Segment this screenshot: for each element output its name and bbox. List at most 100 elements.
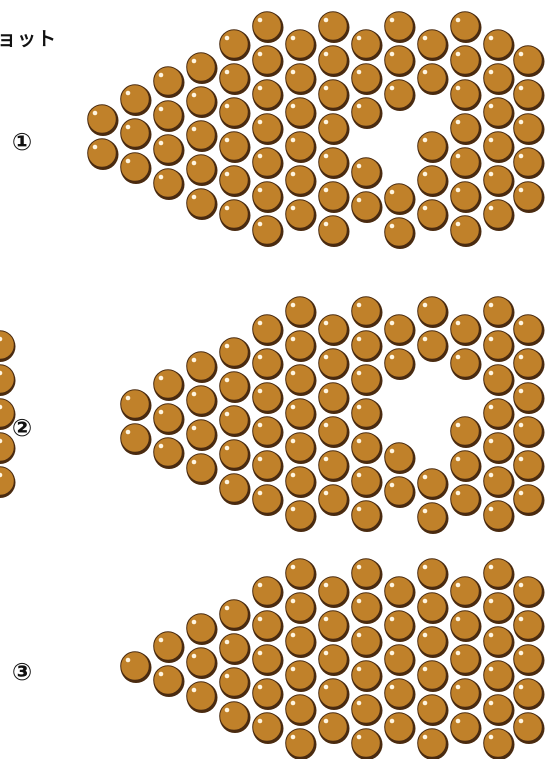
ball [319, 577, 350, 608]
ball [286, 661, 317, 692]
ball [88, 139, 119, 170]
ball [418, 64, 449, 95]
ball [514, 46, 545, 77]
ball [352, 30, 383, 61]
ball [154, 370, 185, 401]
ball [319, 12, 350, 43]
ball [121, 85, 152, 116]
ball [385, 443, 416, 474]
ball [121, 119, 152, 150]
ball [484, 365, 515, 396]
ball [154, 135, 185, 166]
ball [451, 46, 482, 77]
ball [514, 114, 545, 145]
ball [253, 315, 284, 346]
ball [514, 645, 545, 676]
ball [286, 132, 317, 163]
ball [121, 424, 152, 455]
ball [352, 593, 383, 624]
ball [220, 440, 251, 471]
ball [0, 331, 16, 362]
ball [514, 80, 545, 111]
ball [418, 166, 449, 197]
ball [484, 559, 515, 590]
ball [352, 501, 383, 532]
ball [220, 668, 251, 699]
ball [187, 352, 218, 383]
ball [253, 645, 284, 676]
ball [385, 315, 416, 346]
ball [286, 98, 317, 129]
ball [319, 383, 350, 414]
ball [286, 200, 317, 231]
ball [418, 627, 449, 658]
ball [514, 679, 545, 710]
ball [253, 679, 284, 710]
ball [514, 611, 545, 642]
ball [484, 331, 515, 362]
ball [253, 46, 284, 77]
ball [352, 98, 383, 129]
ball [286, 399, 317, 430]
ball [451, 148, 482, 179]
ball [484, 399, 515, 430]
ball [220, 64, 251, 95]
ball [286, 64, 317, 95]
ball [253, 148, 284, 179]
ball [514, 713, 545, 744]
ball [451, 182, 482, 213]
ball [484, 166, 515, 197]
ball [253, 485, 284, 516]
ball [286, 695, 317, 726]
ball [385, 12, 416, 43]
ball [187, 155, 218, 186]
ball [319, 80, 350, 111]
ball [385, 713, 416, 744]
ball [253, 216, 284, 247]
ball [187, 648, 218, 679]
ball [352, 64, 383, 95]
ball [418, 729, 449, 759]
ball [484, 30, 515, 61]
ball [484, 64, 515, 95]
ball [220, 702, 251, 733]
ball [319, 216, 350, 247]
ball [319, 679, 350, 710]
ball [253, 611, 284, 642]
ball [352, 297, 383, 328]
ball [286, 467, 317, 498]
ball [451, 80, 482, 111]
ball [253, 713, 284, 744]
ball [484, 297, 515, 328]
ball [514, 315, 545, 346]
ball [253, 577, 284, 608]
ball [319, 451, 350, 482]
ball [385, 477, 416, 508]
ball [451, 485, 482, 516]
ball [418, 132, 449, 163]
ball [418, 331, 449, 362]
ball [385, 645, 416, 676]
ball [220, 634, 251, 665]
ball [484, 467, 515, 498]
ball [418, 200, 449, 231]
ball [286, 331, 317, 362]
ball [451, 577, 482, 608]
ball [154, 666, 185, 697]
ball [286, 297, 317, 328]
ball [484, 729, 515, 759]
ball [451, 216, 482, 247]
ball [451, 349, 482, 380]
ball [352, 661, 383, 692]
ball [187, 87, 218, 118]
ball [319, 485, 350, 516]
ball [187, 614, 218, 645]
ball [154, 101, 185, 132]
ball [385, 611, 416, 642]
ball [187, 53, 218, 84]
ball [319, 713, 350, 744]
ball [253, 182, 284, 213]
ball [385, 577, 416, 608]
ball [514, 383, 545, 414]
ball [352, 365, 383, 396]
